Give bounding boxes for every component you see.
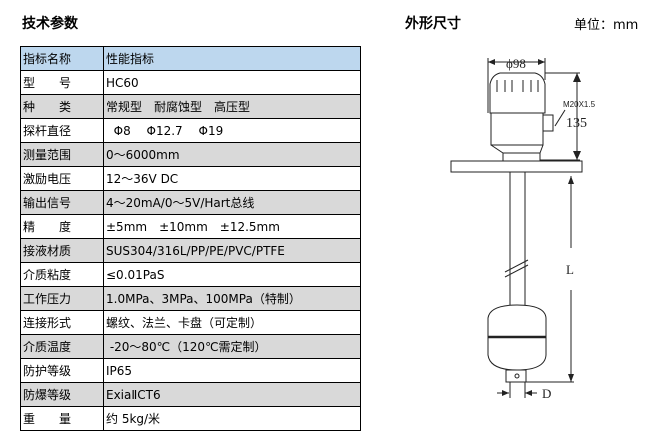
break-mark [504, 259, 529, 278]
dimensions-title: 外形尺寸 [405, 16, 461, 32]
param-name: 测量范围 [20, 142, 104, 167]
float [487, 304, 547, 383]
param-name: 接液材质 [20, 238, 104, 263]
param-name: 型 号 [20, 70, 104, 95]
table-row: 连接形式螺纹、法兰、卡盘（可定制） [20, 310, 361, 335]
param-value: 常规型 耐腐蚀型 高压型 [103, 94, 361, 119]
table-row: 介质温度 -20～80℃（120℃需定制） [20, 334, 361, 359]
param-name: 介质粘度 [20, 262, 104, 287]
dimension-lines [487, 58, 582, 398]
height-label: 135 [566, 116, 587, 131]
table-row: 精 度±5mm ±10mm ±12.5mm [20, 214, 361, 239]
spec-title: 技术参数 [22, 16, 78, 32]
param-value: 约 5kg/米 [103, 406, 361, 431]
param-value: ExiaⅡCT6 [103, 382, 361, 407]
header-name: 指标名称 [20, 46, 104, 71]
param-value: ±5mm ±10mm ±12.5mm [103, 214, 361, 239]
param-name: 精 度 [20, 214, 104, 239]
rod [509, 172, 526, 305]
diameter-label: ϕ98 [506, 56, 526, 71]
param-name: 防爆等级 [20, 382, 104, 407]
header-value: 性能指标 [103, 46, 361, 71]
param-name: 工作压力 [20, 286, 104, 311]
param-name: 介质温度 [20, 334, 104, 359]
param-value: -20～80℃（120℃需定制） [103, 334, 361, 359]
param-value: 12～36V DC [103, 166, 361, 191]
param-value: 0～6000mm [103, 142, 361, 167]
thread-label: M20X1.5 [563, 100, 596, 109]
param-name: 输出信号 [20, 190, 104, 215]
table-header: 指标名称 性能指标 [20, 46, 361, 71]
housing [489, 72, 554, 162]
rod-diameter-label: D [542, 386, 551, 401]
unit-label: 单位：mm [574, 18, 639, 33]
param-value: 1.0MPa、3MPa、100MPa（特制） [103, 286, 361, 311]
param-name: 重 量 [20, 406, 104, 431]
param-name: 探杆直径 [20, 118, 104, 143]
param-value: SUS304/316L/PP/PE/PVC/PTFE [103, 238, 361, 263]
flange [450, 160, 583, 173]
table-row: 重 量约 5kg/米 [20, 406, 361, 431]
table-row: 探杆直径 Φ8 Φ12.7 Φ19 [20, 118, 361, 143]
param-value: 4～20mA/0～5V/Hart总线 [103, 190, 361, 215]
length-label: L [566, 262, 574, 277]
param-value: HC60 [103, 70, 361, 95]
